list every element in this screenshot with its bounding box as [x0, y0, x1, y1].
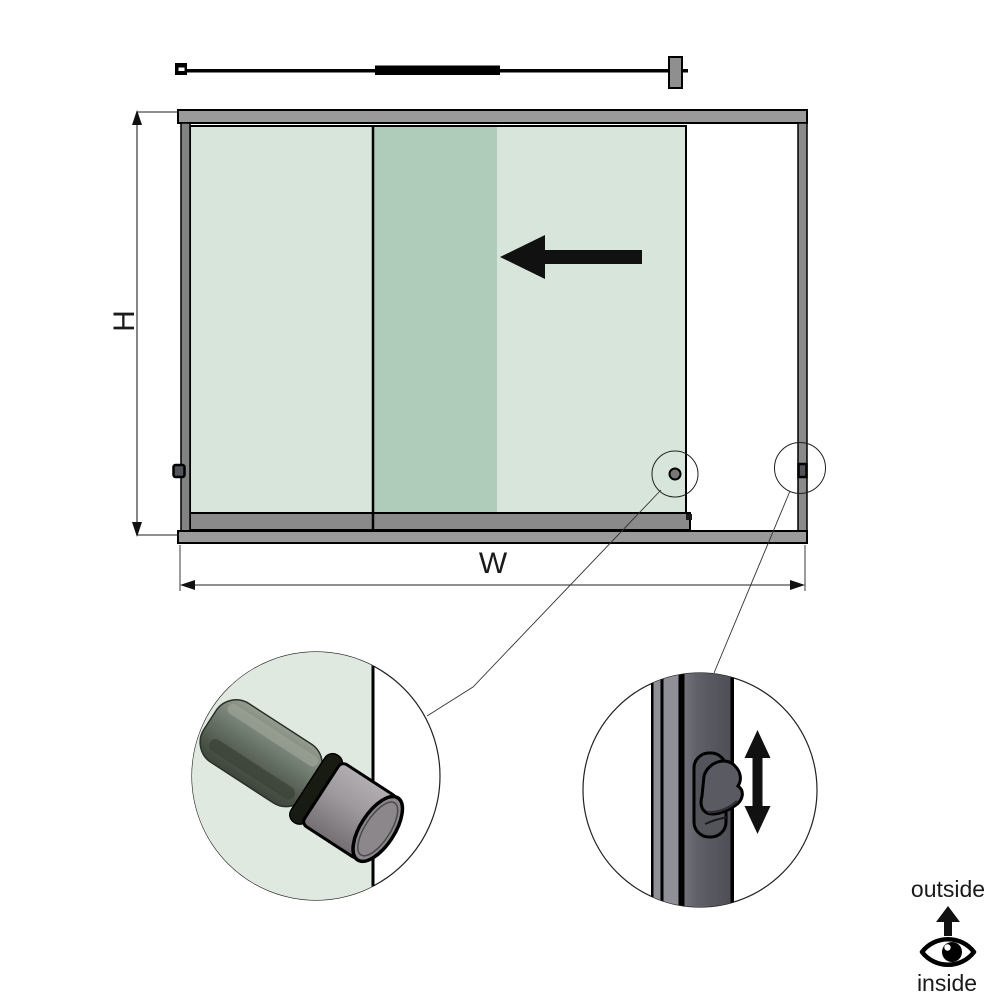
knob-end-face [351, 794, 405, 864]
up-down-arrow-icon [744, 730, 771, 834]
inside-label: inside [917, 970, 977, 996]
panel-bottom-rail [189, 512, 691, 531]
leader-line-latch [713, 490, 791, 674]
callout-ring-knob [651, 450, 699, 498]
dimension-width [179, 545, 806, 591]
slide-direction-arrow-icon [500, 235, 642, 279]
arrow-right-icon [790, 580, 805, 590]
track-thick-segment [375, 65, 500, 75]
arrow-up-icon [132, 110, 142, 125]
door-frame [172, 109, 808, 544]
leader-line-knob [426, 489, 662, 717]
top-track [175, 56, 688, 89]
glass-panel-right [497, 126, 686, 513]
detail-knob-3d [199, 699, 405, 864]
detail-latch-callout [582, 672, 818, 908]
height-dimension-label: H [108, 310, 141, 332]
glass-panel-overlap [373, 126, 497, 513]
frame-top-rail [177, 109, 808, 124]
dimension-height [132, 110, 179, 537]
arrow-down-icon [132, 522, 142, 537]
rail-end-notch [686, 514, 692, 520]
glass-panel-left [190, 126, 373, 513]
callout-ring-latch [774, 442, 826, 494]
arrow-left-icon [180, 580, 195, 590]
width-dimension-label: W [479, 547, 508, 580]
detail-frame-profile [651, 673, 734, 907]
glass-knob-dot [668, 467, 682, 481]
orientation-indicator: outside inside [911, 876, 985, 996]
detail-knob-callout [191, 651, 441, 901]
track-right-end-cap [668, 56, 683, 89]
arrow-up-icon [936, 906, 960, 936]
detail-thumb-latch [692, 751, 744, 839]
frame-bottom-sill [177, 530, 808, 544]
left-stile-latch [172, 463, 186, 479]
outside-label: outside [911, 876, 985, 902]
right-stile-latch [797, 462, 808, 479]
